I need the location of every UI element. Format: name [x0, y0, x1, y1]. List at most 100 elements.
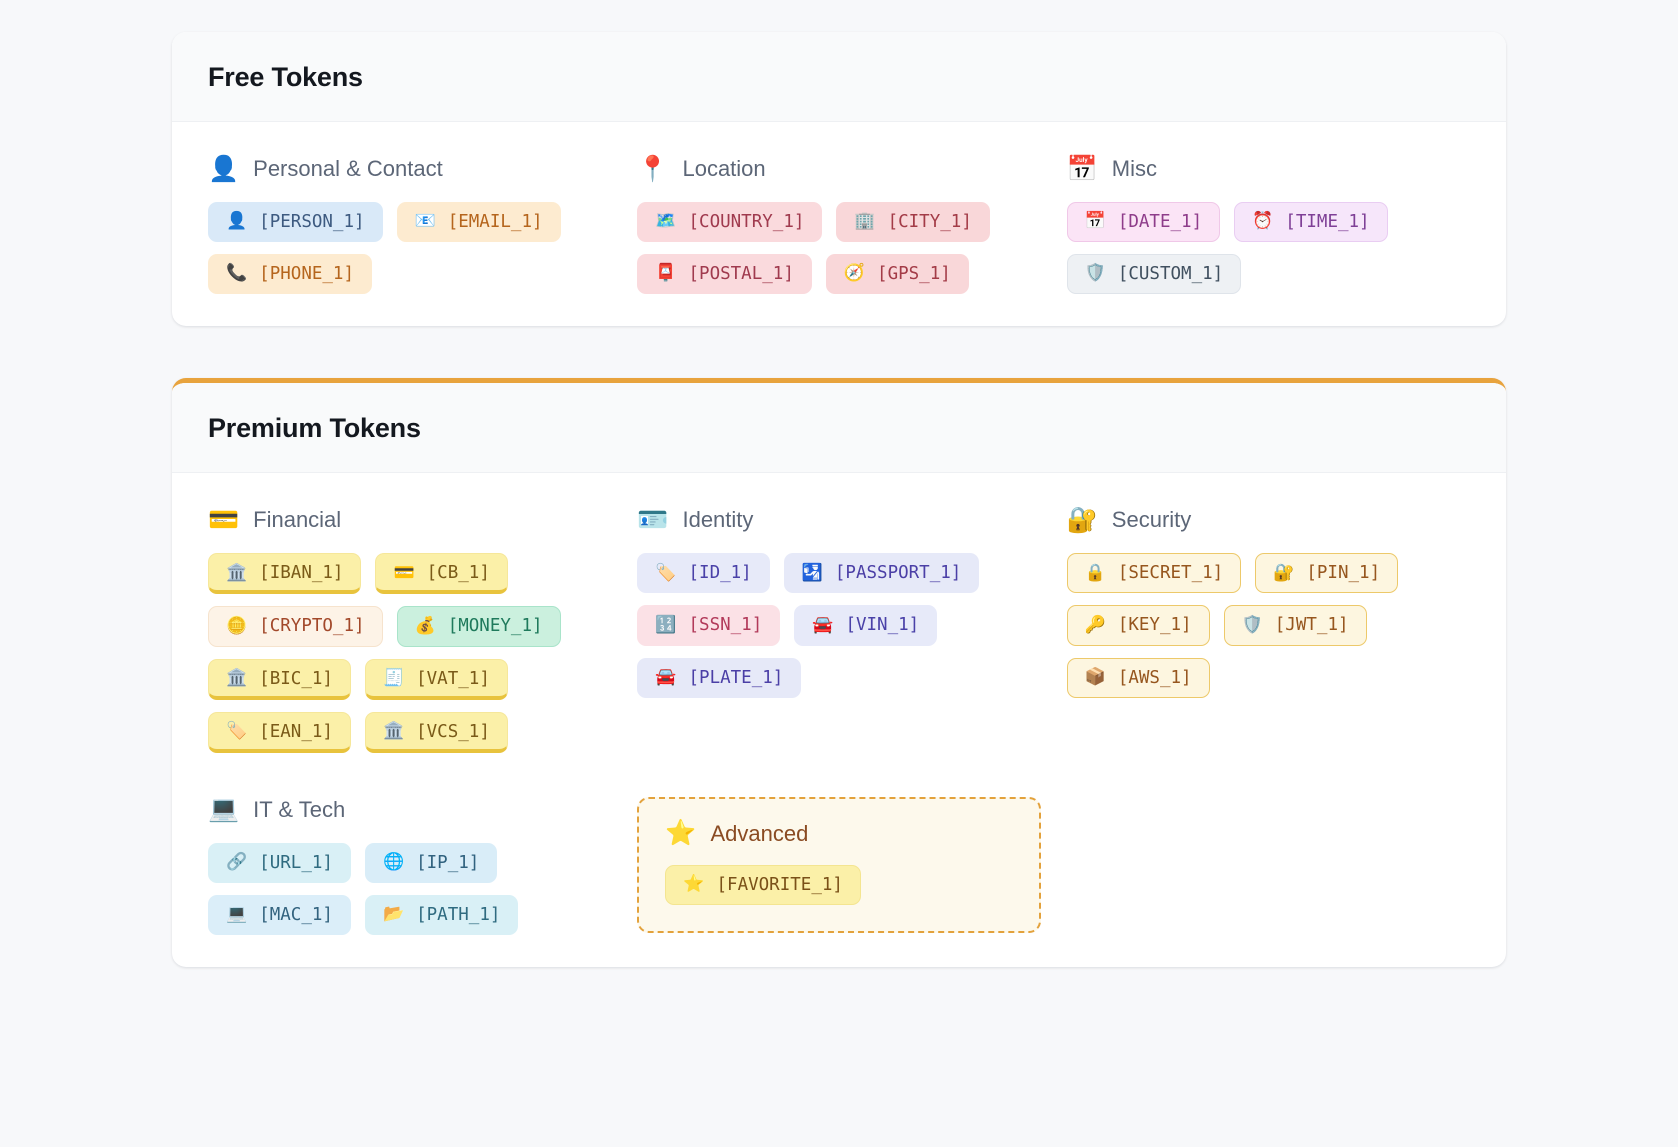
token-label: [ID_1]: [688, 563, 752, 584]
premium-tokens-header: Premium Tokens: [172, 383, 1506, 474]
free-tokens-header: Free Tokens: [172, 32, 1506, 122]
token-label: [CUSTOM_1]: [1117, 264, 1224, 285]
token-chip-cb[interactable]: 💳 [CB_1]: [375, 553, 508, 595]
token-chip-favorite[interactable]: ⭐ [FAVORITE_1]: [665, 864, 861, 905]
bank-icon: 🏛️: [226, 667, 248, 688]
token-label: [IBAN_1]: [259, 563, 344, 584]
token-label: [MONEY_1]: [447, 616, 543, 637]
token-chip-money[interactable]: 💰 [MONEY_1]: [396, 606, 561, 647]
token-chip-jwt[interactable]: 🛡️ [JWT_1]: [1223, 605, 1367, 646]
group-header-financial: 💳 Financial: [208, 507, 611, 533]
token-chip-person[interactable]: 👤 [PERSON_1]: [208, 202, 383, 243]
group-location: 📍 Location 🗺️ [COUNTRY_1] 🏢 [CITY_1]: [637, 156, 1040, 295]
shield-icon: 🛡️: [1084, 263, 1106, 284]
lock-with-key-icon: 🔐: [1273, 562, 1295, 583]
token-chip-email[interactable]: 📧 [EMAIL_1]: [396, 202, 561, 243]
token-chip-city[interactable]: 🏢 [CITY_1]: [836, 202, 990, 243]
token-chip-url[interactable]: 🔗 [URL_1]: [208, 842, 351, 883]
token-label: [FAVORITE_1]: [716, 874, 843, 895]
token-chip-ip[interactable]: 🌐 [IP_1]: [364, 842, 498, 883]
star-icon: ⭐: [683, 874, 705, 895]
token-chip-phone[interactable]: 📞 [PHONE_1]: [208, 254, 372, 295]
coin-icon: 🪙: [226, 615, 248, 636]
token-label: [PLATE_1]: [688, 667, 784, 688]
token-label: [SSN_1]: [688, 615, 763, 636]
free-tokens-card: Free Tokens 👤 Personal & Contact 👤 [PERS…: [172, 32, 1506, 327]
premium-tokens-card: Premium Tokens 💳 Financial 🏛️ [IBAN_1]: [172, 378, 1506, 967]
laptop-icon: 💻: [208, 795, 240, 824]
token-chip-aws[interactable]: 📦 [AWS_1]: [1066, 657, 1210, 698]
token-label: [AWS_1]: [1117, 667, 1192, 688]
tag-icon: 🏷️: [226, 720, 248, 741]
token-label: [CITY_1]: [887, 212, 972, 232]
group-header-misc: 📅 Misc: [1067, 156, 1470, 182]
group-personal-contact: 👤 Personal & Contact 👤 [PERSON_1] 📧 [EMA…: [208, 156, 611, 295]
group-label-identity: Identity: [682, 507, 754, 533]
person-bust-icon: 👤: [208, 154, 240, 183]
token-chip-id[interactable]: 🏷️ [ID_1]: [637, 553, 770, 594]
bank-icon: 🏛️: [226, 562, 248, 583]
token-chip-vcs[interactable]: 🏛️ [VCS_1]: [364, 711, 508, 753]
shield-icon: 🛡️: [1241, 614, 1263, 635]
token-chip-ssn[interactable]: 🔢 [SSN_1]: [637, 605, 781, 646]
group-financial: 💳 Financial 🏛️ [IBAN_1] 💳 [CB_1]: [208, 507, 611, 753]
phone-icon: 📞: [226, 263, 248, 284]
token-chip-iban[interactable]: 🏛️ [IBAN_1]: [208, 553, 362, 595]
token-chip-postal[interactable]: 📮 [POSTAL_1]: [637, 254, 812, 295]
token-chip-bic[interactable]: 🏛️ [BIC_1]: [208, 658, 351, 700]
compass-icon: 🧭: [843, 263, 866, 284]
token-chip-ean[interactable]: 🏷️ [EAN_1]: [208, 711, 351, 753]
token-label: [CRYPTO_1]: [259, 616, 365, 637]
token-label: [COUNTRY_1]: [688, 212, 805, 232]
token-label: [MAC_1]: [259, 904, 333, 925]
token-label: [IP_1]: [416, 852, 480, 873]
star-icon: ⭐: [665, 819, 697, 848]
group-header-it-tech: 💻 IT & Tech: [208, 797, 611, 823]
token-label: [VCS_1]: [416, 721, 490, 742]
token-chip-country[interactable]: 🗺️ [COUNTRY_1]: [637, 202, 823, 243]
token-label: [VIN_1]: [845, 615, 920, 636]
premium-tokens-body: 💳 Financial 🏛️ [IBAN_1] 💳 [CB_1]: [172, 473, 1506, 967]
chip-list-location: 🗺️ [COUNTRY_1] 🏢 [CITY_1] 📮 [POSTAL_1]: [637, 202, 1040, 295]
token-chip-time[interactable]: ⏰ [TIME_1]: [1234, 202, 1388, 243]
group-label-financial: Financial: [253, 507, 342, 533]
token-label: [PHONE_1]: [259, 264, 354, 285]
credit-card-icon: 💳: [208, 505, 240, 534]
package-icon: 📦: [1084, 666, 1106, 687]
group-header-personal-contact: 👤 Personal & Contact: [208, 156, 611, 182]
person-icon: 👤: [226, 211, 248, 232]
group-it-tech: 💻 IT & Tech 🔗 [URL_1] 🌐 [IP_1]: [208, 797, 611, 935]
token-label: [EAN_1]: [259, 721, 333, 742]
token-chip-plate[interactable]: 🚘 [PLATE_1]: [637, 657, 802, 698]
token-label: [PASSPORT_1]: [834, 563, 962, 584]
group-misc: 📅 Misc 📅 [DATE_1] ⏰ [TIME_1]: [1066, 156, 1470, 295]
lock-icon: 🔒: [1084, 562, 1106, 583]
token-chip-passport[interactable]: 🛂 [PASSPORT_1]: [783, 553, 980, 594]
token-chip-pin[interactable]: 🔐 [PIN_1]: [1255, 553, 1399, 594]
group-label-it-tech: IT & Tech: [253, 796, 346, 822]
group-identity: 🪪 Identity 🏷️ [ID_1] 🛂 [PASSPORT_1]: [637, 507, 1040, 753]
token-chip-date[interactable]: 📅 [DATE_1]: [1066, 202, 1221, 243]
postbox-icon: 📮: [655, 263, 677, 284]
chip-list-financial: 🏛️ [IBAN_1] 💳 [CB_1] 🪙 [CRYPTO_1] �: [208, 553, 611, 753]
alarm-clock-icon: ⏰: [1252, 211, 1274, 232]
token-label: [DATE_1]: [1117, 212, 1203, 232]
input-numbers-icon: 🔢: [655, 614, 677, 635]
token-label: [SECRET_1]: [1117, 563, 1224, 584]
group-header-identity: 🪪 Identity: [637, 507, 1040, 533]
token-chip-path[interactable]: 📂 [PATH_1]: [364, 894, 519, 935]
token-chip-vin[interactable]: 🚘 [VIN_1]: [794, 605, 938, 646]
token-chip-custom[interactable]: 🛡️ [CUSTOM_1]: [1066, 254, 1242, 295]
group-label-security: Security: [1111, 507, 1192, 533]
token-chip-mac[interactable]: 💻 [MAC_1]: [208, 894, 351, 935]
group-label-misc: Misc: [1111, 156, 1158, 181]
token-label: [PERSON_1]: [259, 212, 365, 232]
id-card-icon: 🪪: [637, 505, 669, 534]
token-chip-secret[interactable]: 🔒 [SECRET_1]: [1066, 553, 1242, 594]
token-chip-gps[interactable]: 🧭 [GPS_1]: [825, 254, 969, 295]
token-chip-vat[interactable]: 🧾 [VAT_1]: [364, 658, 508, 700]
token-chip-crypto[interactable]: 🪙 [CRYPTO_1]: [208, 606, 383, 647]
car-icon: 🚘: [812, 614, 834, 635]
token-chip-key[interactable]: 🔑 [KEY_1]: [1066, 605, 1210, 646]
free-tokens-body: 👤 Personal & Contact 👤 [PERSON_1] 📧 [EMA…: [172, 122, 1506, 326]
